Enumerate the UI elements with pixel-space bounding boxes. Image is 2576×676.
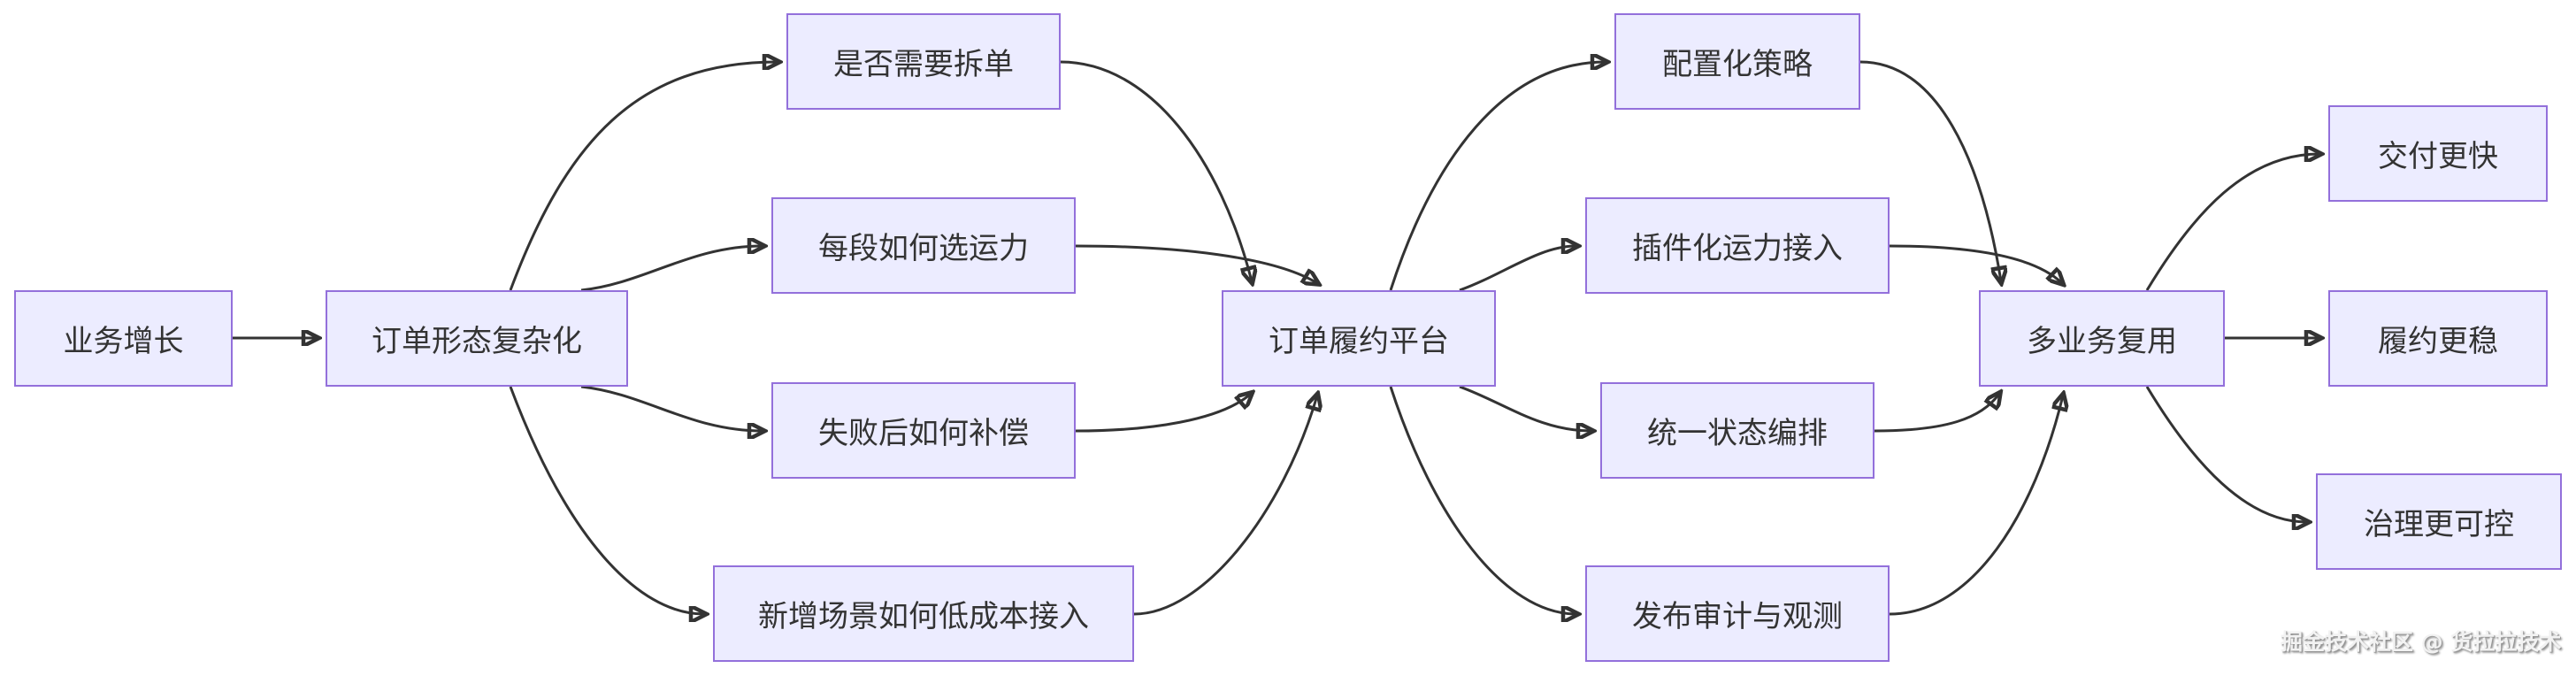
edge-reuse-to-faster <box>2145 154 2319 291</box>
node-failure-compensation: 失败后如何补偿 <box>771 382 1076 479</box>
edge-carrier-to-platform <box>1075 244 1317 283</box>
edge-new-scene-to-platform <box>1133 396 1317 616</box>
edge-platform-to-audit <box>1389 386 1576 614</box>
edge-audit-to-reuse <box>1889 396 2063 616</box>
edge-complexity-to-split <box>509 62 778 291</box>
node-business-growth: 业务增长 <box>14 290 233 387</box>
watermark: 掘金技术社区 @ 货拉拉技术 <box>2281 629 2562 655</box>
edge-compensate-to-platform <box>1075 394 1251 433</box>
node-faster-delivery: 交付更快 <box>2328 105 2548 202</box>
node-config-strategy: 配置化策略 <box>1614 13 1860 110</box>
edge-split-to-platform <box>1060 60 1252 281</box>
node-unified-state: 统一状态编排 <box>1600 382 1874 479</box>
node-fulfillment-platform: 订单履约平台 <box>1222 290 1496 387</box>
node-order-complexity: 订单形态复杂化 <box>326 290 628 387</box>
edge-platform-to-config <box>1389 62 1606 291</box>
edge-reuse-to-controllable <box>2145 386 2307 522</box>
edge-complexity-to-carrier <box>580 246 763 292</box>
edge-platform-to-plugin <box>1459 246 1576 292</box>
edge-platform-to-state <box>1459 385 1591 431</box>
edge-config-to-reuse <box>1859 60 2001 281</box>
node-plugin-carrier: 插件化运力接入 <box>1585 197 1890 294</box>
edge-state-to-reuse <box>1874 394 1999 433</box>
node-need-split-order: 是否需要拆单 <box>786 13 1061 110</box>
node-controllable-governance: 治理更可控 <box>2316 473 2562 570</box>
edge-plugin-to-reuse <box>1889 244 2062 283</box>
node-audit-observe: 发布审计与观测 <box>1585 565 1890 662</box>
node-carrier-selection: 每段如何选运力 <box>771 197 1076 294</box>
edge-complexity-to-new-scene <box>509 386 704 614</box>
edge-complexity-to-compensate <box>580 385 763 431</box>
node-multi-business-reuse: 多业务复用 <box>1979 290 2225 387</box>
node-new-scene-low-cost: 新增场景如何低成本接入 <box>713 565 1134 662</box>
node-stabler-fulfillment: 履约更稳 <box>2328 290 2548 387</box>
